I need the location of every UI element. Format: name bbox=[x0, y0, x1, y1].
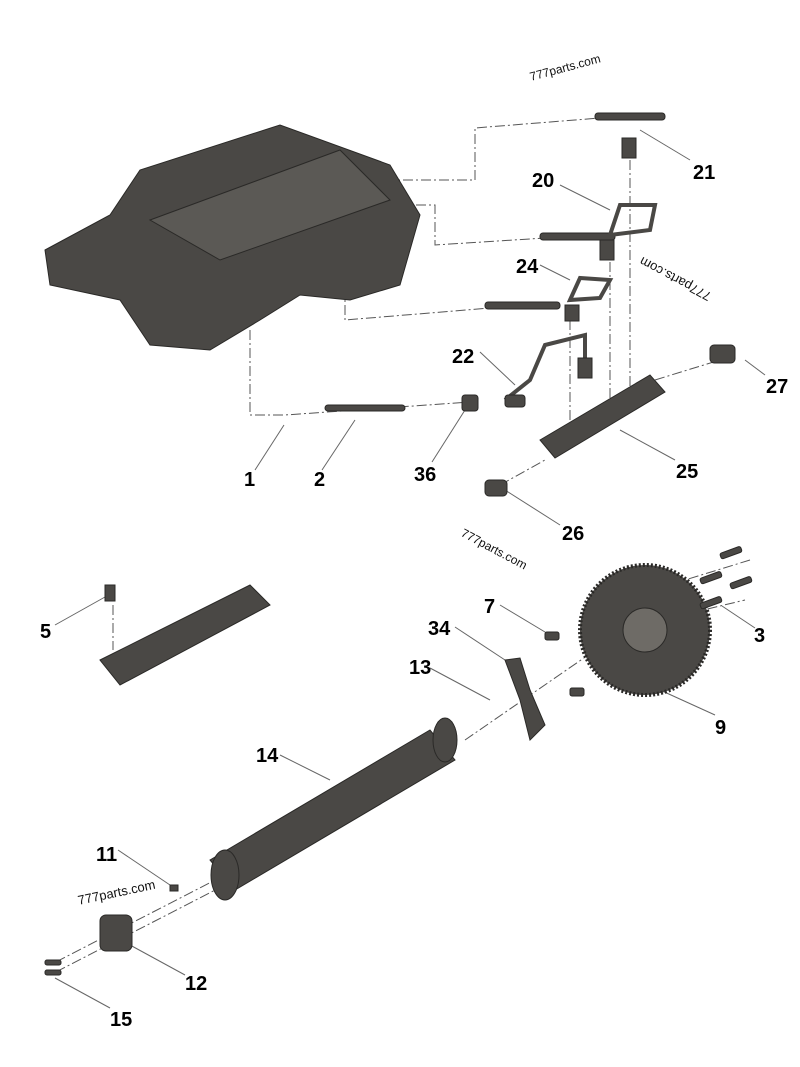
callout-9: 9 bbox=[715, 717, 727, 739]
callout-27: 27 bbox=[766, 376, 789, 398]
callout-12: 12 bbox=[185, 973, 208, 995]
callout-14: 14 bbox=[256, 745, 279, 767]
callout-24: 24 bbox=[516, 256, 539, 278]
callout-1: 1 bbox=[244, 469, 256, 491]
callout-11: 11 bbox=[96, 844, 118, 866]
callout-26: 26 bbox=[562, 523, 585, 545]
callout-7: 7 bbox=[484, 596, 496, 618]
callout-15: 15 bbox=[110, 1009, 133, 1031]
callout-22: 22 bbox=[452, 346, 475, 368]
callout-3: 3 bbox=[754, 625, 766, 647]
callout-25: 25 bbox=[676, 461, 699, 483]
parts bbox=[44, 112, 753, 976]
callout-13: 13 bbox=[409, 657, 432, 679]
callout-34: 34 bbox=[428, 618, 451, 640]
callout-21: 21 bbox=[693, 162, 716, 184]
callout-2: 2 bbox=[314, 469, 326, 491]
callout-20: 20 bbox=[532, 170, 555, 192]
leader-lines bbox=[54, 129, 766, 1009]
callout-5: 5 bbox=[40, 621, 52, 643]
callout-36: 36 bbox=[414, 464, 437, 486]
